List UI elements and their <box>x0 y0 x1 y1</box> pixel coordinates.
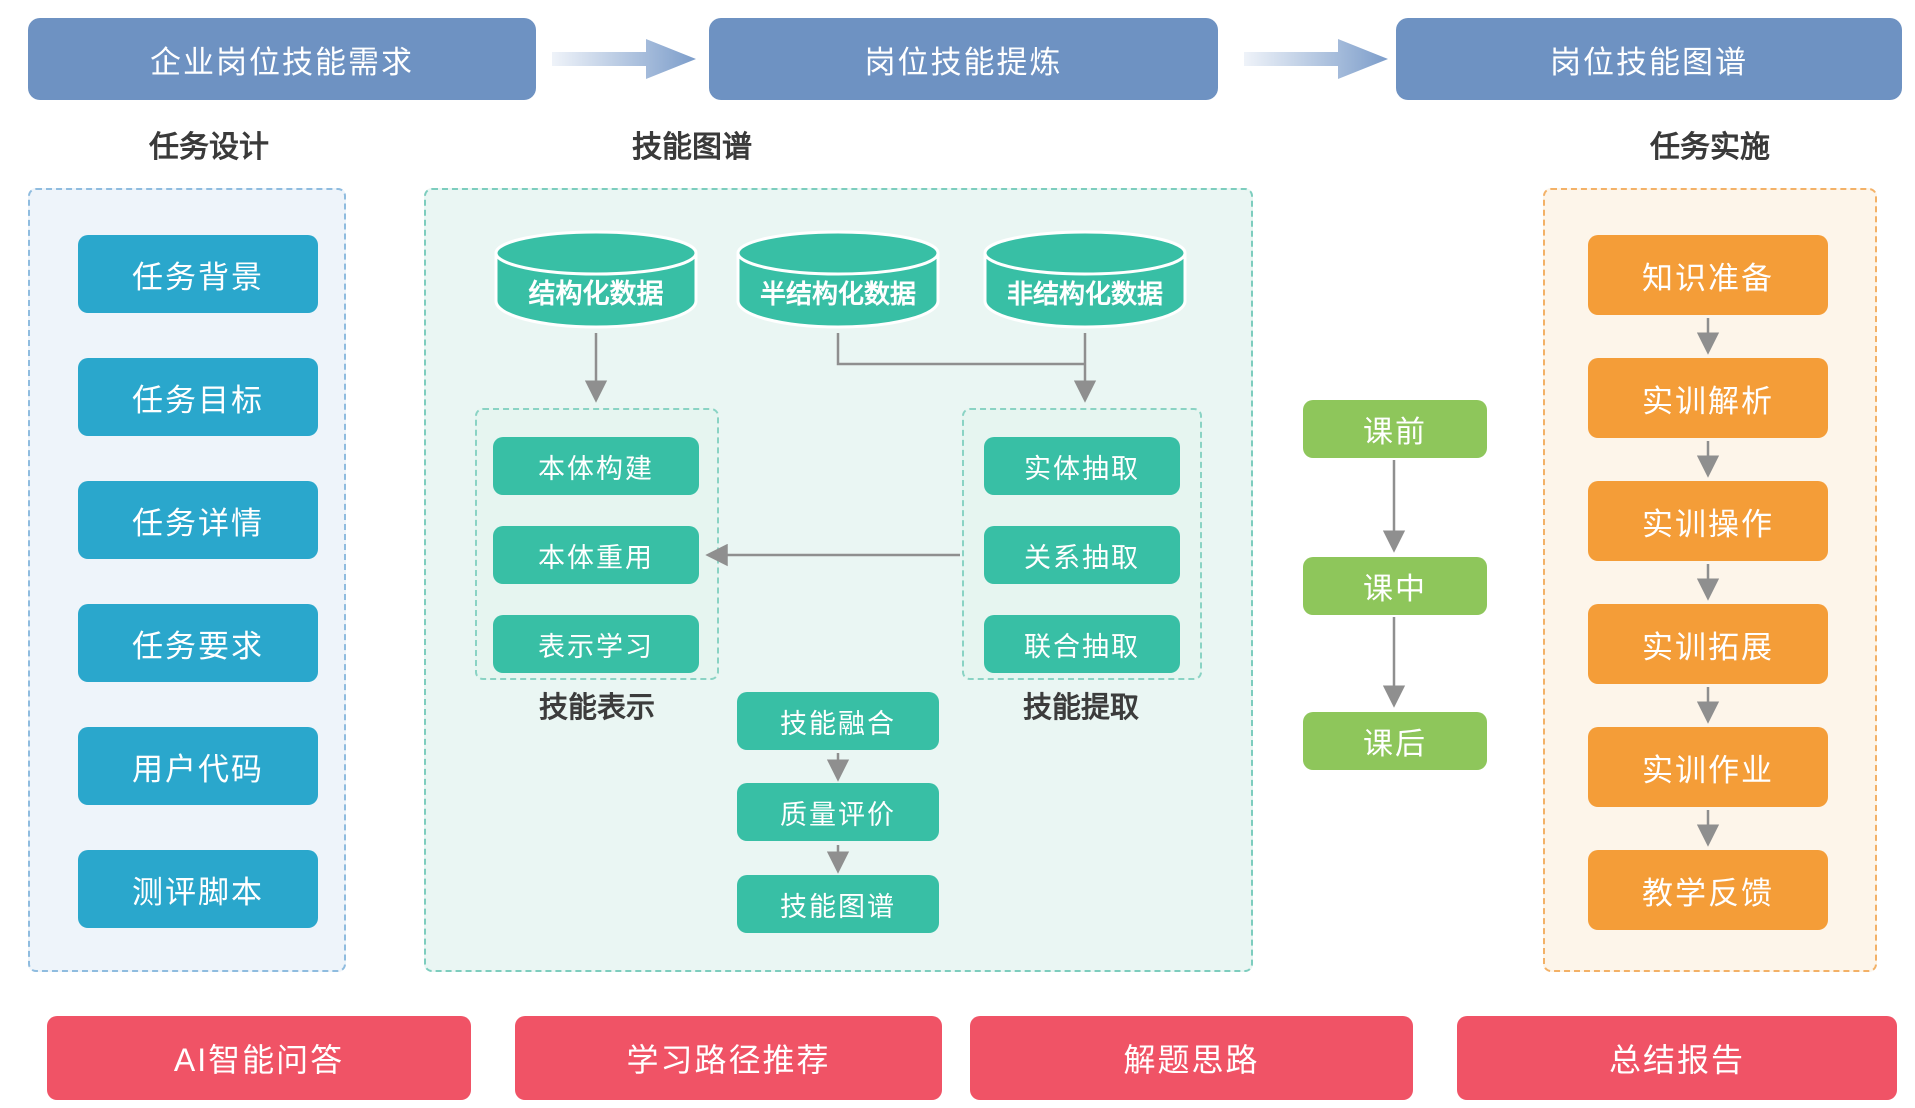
semi-structured-data-label: 半结构化数据 <box>760 279 916 309</box>
skill-fusion-node: 技能融合 <box>737 692 939 750</box>
unstructured-data-database-icon: 非结构化数据 <box>983 230 1187 329</box>
task-design-panel <box>28 188 346 972</box>
section-label-task-implementation: 任务实施 <box>1650 131 1770 164</box>
bottom-bar-ai-qa: AI智能问答 <box>47 1016 471 1100</box>
phase-item-in-class: 课中 <box>1303 557 1487 615</box>
implementation-item-training-analysis: 实训解析 <box>1588 358 1828 438</box>
task-design-item-user-code: 用户代码 <box>78 727 318 805</box>
bottom-bar-solution-idea: 解题思路 <box>970 1016 1413 1100</box>
flow-arrow-icon <box>552 39 696 79</box>
unstructured-data-label: 非结构化数据 <box>1007 279 1163 309</box>
structured-data-database-icon: 结构化数据 <box>494 230 698 329</box>
task-design-item-eval-script: 测评脚本 <box>78 850 318 928</box>
bottom-bar-learning-path: 学习路径推荐 <box>515 1016 942 1100</box>
semi-structured-data-database-icon: 半结构化数据 <box>736 230 940 329</box>
ontology-reuse-node: 本体重用 <box>493 526 699 584</box>
joint-extraction-node: 联合抽取 <box>984 615 1180 673</box>
phase-item-before-class: 课前 <box>1303 400 1487 458</box>
phase-item-after-class: 课后 <box>1303 712 1487 770</box>
task-design-item-requirement: 任务要求 <box>78 604 318 682</box>
relation-extraction-node: 关系抽取 <box>984 526 1180 584</box>
skill-map-node: 技能图谱 <box>737 875 939 933</box>
section-label-task-design: 任务设计 <box>149 131 269 164</box>
implementation-item-training-homework: 实训作业 <box>1588 727 1828 807</box>
task-design-item-goal: 任务目标 <box>78 358 318 436</box>
bottom-bar-summary-report: 总结报告 <box>1457 1016 1897 1100</box>
skill-representation-label: 技能表示 <box>538 692 655 724</box>
structured-data-label: 结构化数据 <box>529 279 664 309</box>
quality-evaluation-node: 质量评价 <box>737 783 939 841</box>
representation-learning-node: 表示学习 <box>493 615 699 673</box>
implementation-item-teaching-feedback: 教学反馈 <box>1588 850 1828 930</box>
top-flow-node-skill-refine: 岗位技能提炼 <box>709 18 1218 100</box>
section-label-skill-map: 技能图谱 <box>632 131 752 164</box>
task-design-item-detail: 任务详情 <box>78 481 318 559</box>
implementation-item-knowledge-prep: 知识准备 <box>1588 235 1828 315</box>
top-flow-node-skill-map: 岗位技能图谱 <box>1396 18 1902 100</box>
ontology-build-node: 本体构建 <box>493 437 699 495</box>
task-design-item-background: 任务背景 <box>78 235 318 313</box>
implementation-item-training-operation: 实训操作 <box>1588 481 1828 561</box>
flow-arrow-icon <box>1244 39 1388 79</box>
implementation-item-training-extension: 实训拓展 <box>1588 604 1828 684</box>
skill-extraction-label: 技能提取 <box>1022 692 1139 724</box>
entity-extraction-node: 实体抽取 <box>984 437 1180 495</box>
top-flow-node-enterprise-demand: 企业岗位技能需求 <box>28 18 536 100</box>
